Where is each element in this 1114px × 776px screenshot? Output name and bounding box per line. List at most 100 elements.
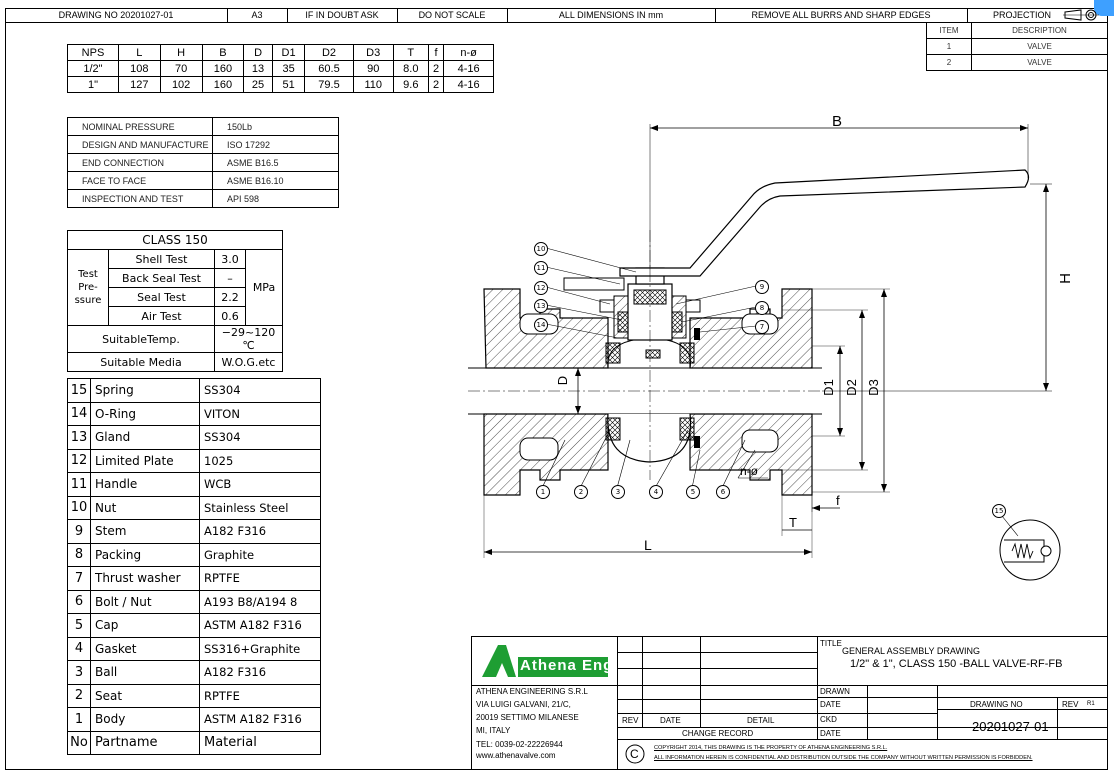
balloon-5: 5 <box>686 485 700 499</box>
balloon-spring: 15 <box>992 504 1006 518</box>
balloon-13: 13 <box>534 299 548 313</box>
header-doubt: IF IN DOUBT ASK <box>287 8 398 22</box>
balloon-12: 12 <box>534 281 548 295</box>
copyright-icon <box>625 744 645 764</box>
header-dims: ALL DIMENSIONS IN mm <box>507 8 716 22</box>
balloon-11: 11 <box>534 261 548 275</box>
date1-label: DATE <box>820 700 841 709</box>
balloon-10: 10 <box>534 242 548 256</box>
balloon-4: 4 <box>649 485 663 499</box>
pressure-unit: MPa <box>245 249 283 326</box>
balloon-8: 8 <box>755 301 769 315</box>
balloon-9: 9 <box>755 280 769 294</box>
class-table: CLASS 150 Test Pre- ssure Shell Test 3.0… <box>67 230 283 372</box>
address-line-3: MI, ITALY <box>476 726 511 735</box>
dim-b-label: B <box>832 113 843 130</box>
logo-text: Athena Eng <box>520 657 614 674</box>
table-row: 1" 127 102 160 25 51 79.5 110 9.6 2 4-16 <box>67 76 494 93</box>
table-header-row: NPS L H B D D1 D2 D3 T f n-ø <box>67 44 494 61</box>
balloon-2: 2 <box>574 485 588 499</box>
website: www.athenavalve.com <box>476 751 556 760</box>
dim-t-label: T <box>789 515 797 530</box>
dim-l-label: L <box>644 537 652 553</box>
balloon-14: 14 <box>534 318 548 332</box>
telephone: TEL: 0039-02-22226944 <box>476 740 563 749</box>
title-block: Athena Eng ATHENA ENGINEERING S.R.L VIA … <box>471 636 1108 770</box>
spring-detail <box>999 515 1061 581</box>
rev-label: REV <box>1062 700 1079 709</box>
change-record: CHANGE RECORD <box>682 729 754 738</box>
drawing-no-value: 20201027-01 <box>972 719 1049 734</box>
drawn-label: DRAWN <box>820 687 850 696</box>
ball <box>605 337 695 463</box>
header-drawing-no: DRAWING NO 20201027-01 <box>5 8 228 22</box>
header-sheet: A3 <box>227 8 288 22</box>
dim-d-label: D <box>555 375 571 386</box>
rev-col: REV <box>622 716 639 725</box>
test-pressure-label: Test Pre- ssure <box>67 249 109 326</box>
balloon-6: 6 <box>716 485 730 499</box>
copyright-symbol: C <box>630 747 639 761</box>
title-line-2: 1/2" & 1", CLASS 150 -BALL VALVE-RF-FB <box>850 658 1063 670</box>
title-line-1: GENERAL ASSEMBLY DRAWING <box>842 646 981 656</box>
table-row: 1 VALVE <box>926 38 1108 55</box>
valve-body-lower <box>483 413 813 496</box>
class-title: CLASS 150 <box>67 230 283 250</box>
projection-symbol-icon <box>1063 9 1099 21</box>
header-strip: DRAWING NO 20201027-01 A3 IF IN DOUBT AS… <box>5 8 1108 23</box>
detail-col: DETAIL <box>747 716 775 725</box>
dim-n-label: n-ø <box>740 464 758 478</box>
items-header-description: DESCRIPTION <box>971 22 1108 39</box>
table-row: 2 VALVE <box>926 54 1108 71</box>
corner-badge-icon[interactable] <box>1094 0 1114 16</box>
dim-d2-label: D2 <box>843 379 859 396</box>
company-name: ATHENA ENGINEERING S.R.L <box>476 687 588 696</box>
handle <box>563 169 1030 291</box>
header-scale: DO NOT SCALE <box>397 8 508 22</box>
drawing-no-label: DRAWING NO <box>970 700 1023 709</box>
items-table: ITEM DESCRIPTION 1 VALVE 2 VALVE <box>926 22 1108 71</box>
athena-logo-icon <box>482 645 608 677</box>
address-line-1: VIA LUIGI GALVANI, 21/C, <box>476 700 571 709</box>
address-line-2: 20019 SETTIMO MILANESE <box>476 713 579 722</box>
assembly-drawing <box>468 124 1061 581</box>
date-col: DATE <box>660 716 681 725</box>
rev-value: R1 <box>1087 701 1095 707</box>
dim-d1-label: D1 <box>820 379 836 396</box>
copyright-line-1: COPYRIGHT 2014, THIS DRAWING IS THE PROP… <box>654 745 888 751</box>
date2-label: DATE <box>820 729 841 738</box>
dim-f-label: f <box>836 493 840 508</box>
dimensions-table: NPS L H B D D1 D2 D3 T f n-ø 1/2" 108 70… <box>67 44 494 93</box>
table-row: 1/2" 108 70 160 13 35 60.5 90 8.0 2 4-16 <box>67 60 494 77</box>
balloon-7: 7 <box>755 320 769 334</box>
copyright-line-2: ALL INFORMATION HEREIN IS CONFIDENTIAL A… <box>654 755 1033 761</box>
title-label: TITLE <box>820 639 842 648</box>
header-projection: PROJECTION <box>993 10 1052 20</box>
balloon-3: 3 <box>611 485 625 499</box>
items-header-item: ITEM <box>926 22 972 39</box>
ckd-label: CKD <box>820 715 837 724</box>
